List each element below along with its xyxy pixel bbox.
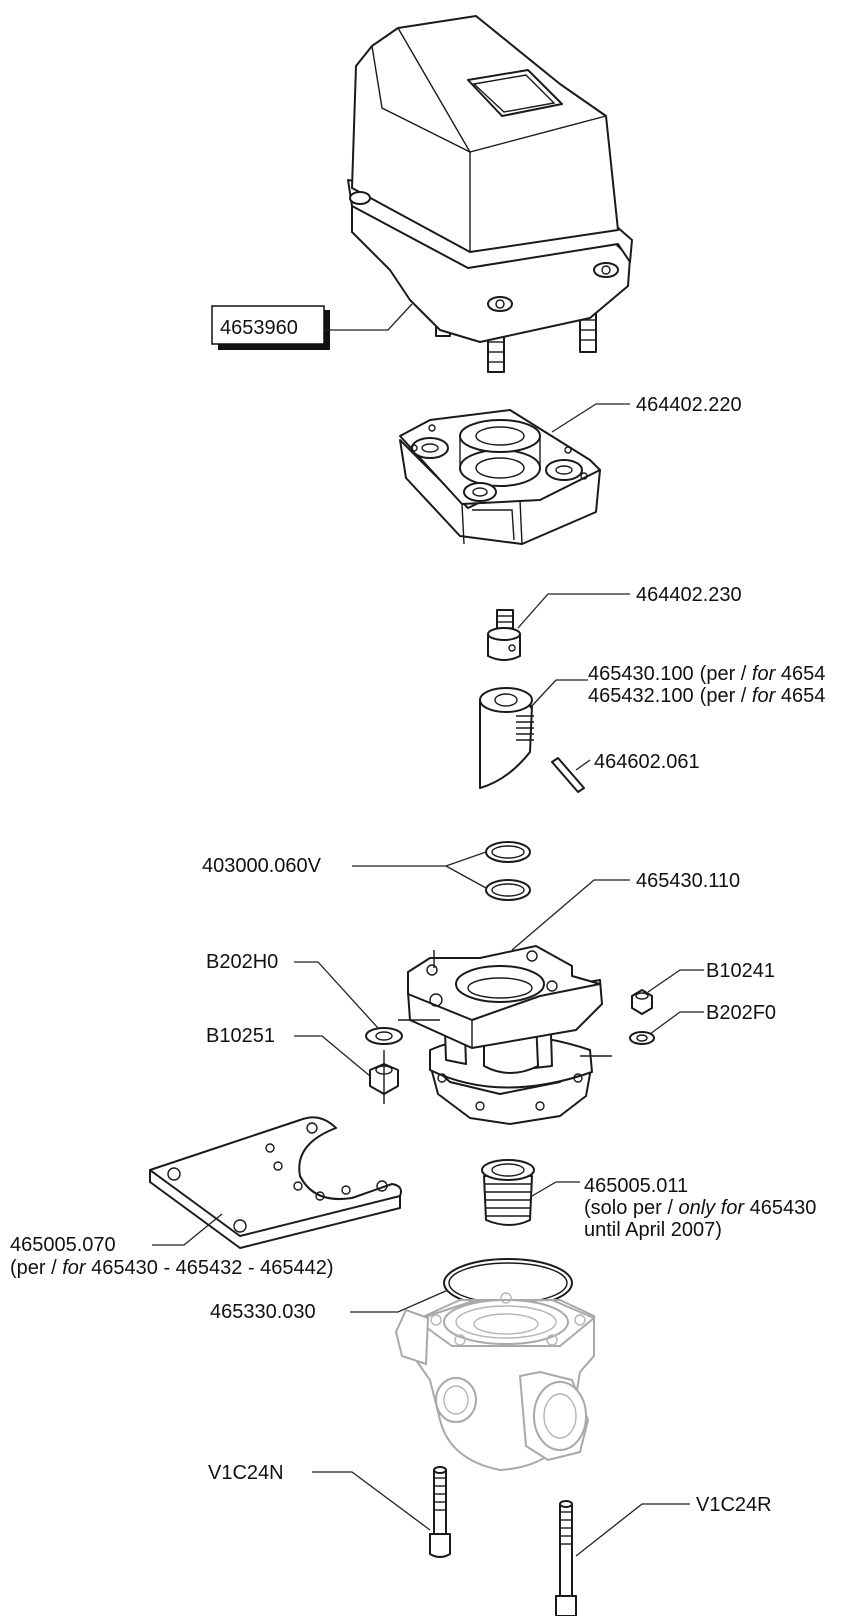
label-washer-left: B202H0: [206, 951, 379, 1029]
o-rings-drawing: [485, 841, 531, 901]
coupling-drawing: [479, 687, 534, 789]
svg-text:(per / for 465430 - 465432 - 4: (per / for 465430 - 465432 - 465442): [10, 1257, 334, 1279]
svg-text:465430.100(per / for 4654: 465430.100(per / for 4654: [588, 663, 825, 685]
label-screw-right: V1C24R: [575, 1494, 772, 1557]
svg-text:B10251: B10251: [206, 1025, 275, 1047]
screw-left-drawing: [429, 1466, 451, 1558]
label-coupling: 465430.100(per / for 4654 465432.100(per…: [529, 663, 825, 709]
svg-text:B10241: B10241: [706, 960, 775, 982]
flange-drawing: [398, 945, 612, 1125]
svg-text:4653960: 4653960: [220, 317, 298, 339]
svg-text:464402.220: 464402.220: [636, 394, 742, 416]
svg-text:464602.061: 464602.061: [594, 751, 700, 773]
svg-text:(solo per / only for 465430: (solo per / only for 465430: [584, 1197, 816, 1219]
svg-text:until April 2007): until April 2007): [584, 1219, 722, 1241]
fitting-drawing: [481, 1159, 535, 1226]
svg-text:B202H0: B202H0: [206, 951, 278, 973]
label-fitting: 465005.011 (solo per / only for 465430 u…: [531, 1175, 816, 1241]
label-plate: 465005.070 (per / for 465430 - 465432 - …: [10, 1213, 334, 1279]
nut-right-drawing: [631, 989, 653, 1015]
svg-text:465430.110: 465430.110: [636, 870, 740, 892]
screw-right-drawing: [555, 1500, 577, 1616]
label-screw-left: V1C24N: [208, 1462, 431, 1531]
actuator-drawing: [347, 15, 633, 373]
label-washer-right: B202F0: [649, 1002, 776, 1035]
spindle-adapter-drawing: [487, 609, 521, 661]
label-spindle-adapter: 464402.230: [517, 584, 742, 629]
svg-text:V1C24N: V1C24N: [208, 1462, 284, 1484]
svg-text:403000.060V: 403000.060V: [202, 855, 322, 877]
washer-right-drawing: [629, 1031, 655, 1045]
label-pin: 464602.061: [575, 751, 700, 773]
svg-text:465330.030: 465330.030: [210, 1301, 316, 1323]
label-flange: 465430.110: [511, 870, 740, 951]
pin-drawing: [551, 757, 585, 793]
label-bracket: 464402.220: [551, 394, 742, 433]
valve-body-drawing: [394, 1292, 596, 1472]
bracket-drawing: [399, 409, 601, 545]
svg-text:464402.230: 464402.230: [636, 584, 742, 606]
svg-text:465005.070: 465005.070: [10, 1234, 116, 1256]
svg-text:465005.011: 465005.011: [584, 1175, 688, 1197]
svg-text:465432.100(per / for 4654: 465432.100(per / for 4654: [588, 685, 825, 707]
nut-left-drawing: [369, 1050, 399, 1104]
washer-left-drawing: [365, 1027, 403, 1045]
label-nut-right: B10241: [647, 960, 775, 993]
plate-drawing: [149, 1116, 402, 1249]
label-nut-left: B10251: [206, 1025, 371, 1077]
label-actuator: 4653960: [211, 303, 413, 350]
svg-text:B202F0: B202F0: [706, 1002, 776, 1024]
label-gasket: 465330.030: [210, 1289, 449, 1323]
svg-text:V1C24R: V1C24R: [696, 1494, 772, 1516]
label-o-rings: 403000.060V: [202, 851, 487, 889]
